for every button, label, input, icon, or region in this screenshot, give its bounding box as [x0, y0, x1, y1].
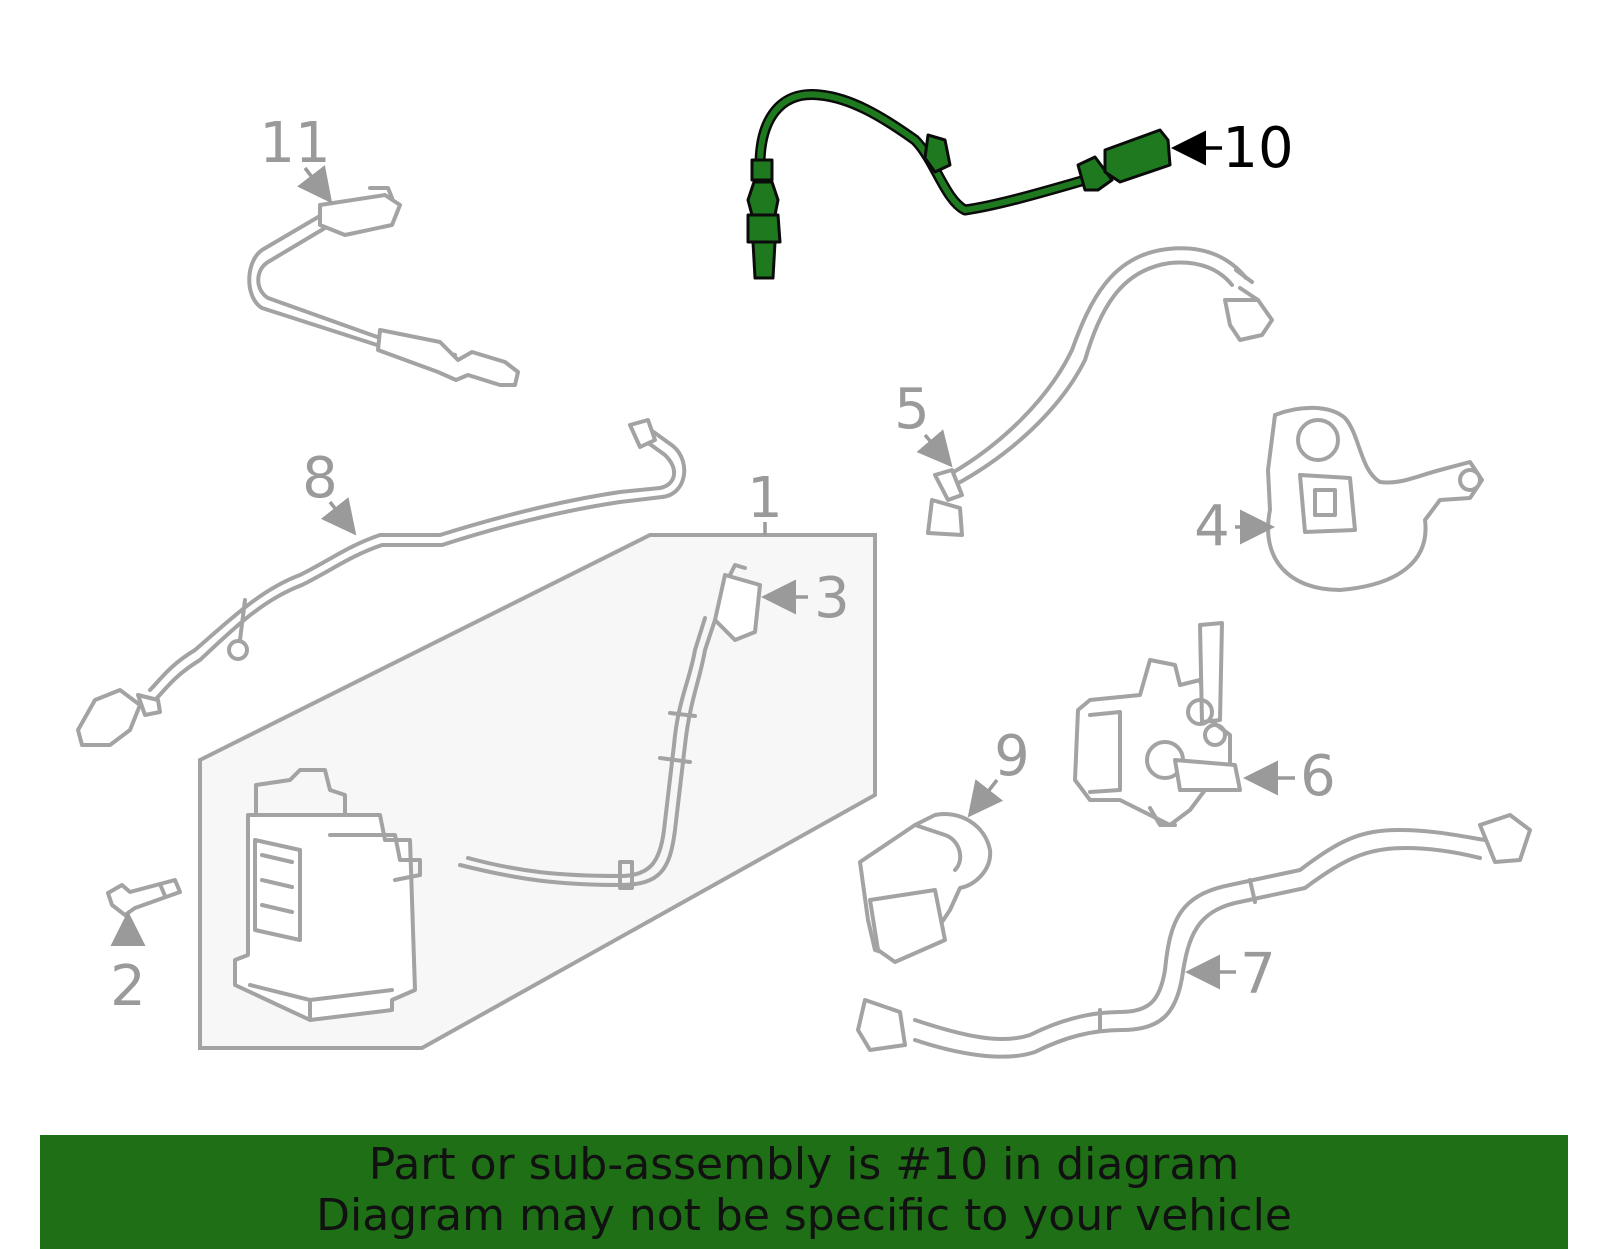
part-5-hose [926, 246, 1274, 537]
callout-3: 3 [814, 566, 850, 631]
callout-5: 5 [894, 377, 930, 442]
callout-7: 7 [1240, 942, 1276, 1007]
part-10-oxygen-sensor [746, 88, 1172, 280]
part-3-hose-connector [458, 563, 762, 890]
part-6-pump [1073, 621, 1242, 827]
part-9-sensor [858, 812, 993, 964]
callout-10: 10 [1222, 116, 1293, 181]
leader-11 [297, 165, 333, 204]
callout-1: 1 [747, 466, 783, 531]
callout-8: 8 [302, 446, 338, 511]
part-8-hose [76, 418, 687, 747]
leader-8 [320, 497, 357, 536]
info-banner: Part or sub-assembly is #10 in diagram D… [40, 1135, 1568, 1249]
part-11-oxygen-sensor [247, 186, 520, 387]
leader-5 [916, 429, 953, 468]
parts-diagram: 1 2 3 4 5 6 7 8 9 10 11 [76, 88, 1532, 1059]
evap-canister [233, 768, 422, 1022]
part-4-valve [1266, 405, 1484, 592]
callout-4: 4 [1194, 494, 1230, 559]
part-2-valve [106, 878, 182, 917]
callout-9: 9 [994, 724, 1030, 789]
banner-line-1: Part or sub-assembly is #10 in diagram [368, 1139, 1240, 1190]
callout-6: 6 [1300, 744, 1336, 809]
part-7-hose [856, 813, 1532, 1059]
banner-line-2: Diagram may not be specific to your vehi… [316, 1190, 1292, 1241]
callout-2: 2 [110, 954, 146, 1019]
callout-11: 11 [259, 111, 330, 176]
leader-9 [967, 778, 1004, 818]
